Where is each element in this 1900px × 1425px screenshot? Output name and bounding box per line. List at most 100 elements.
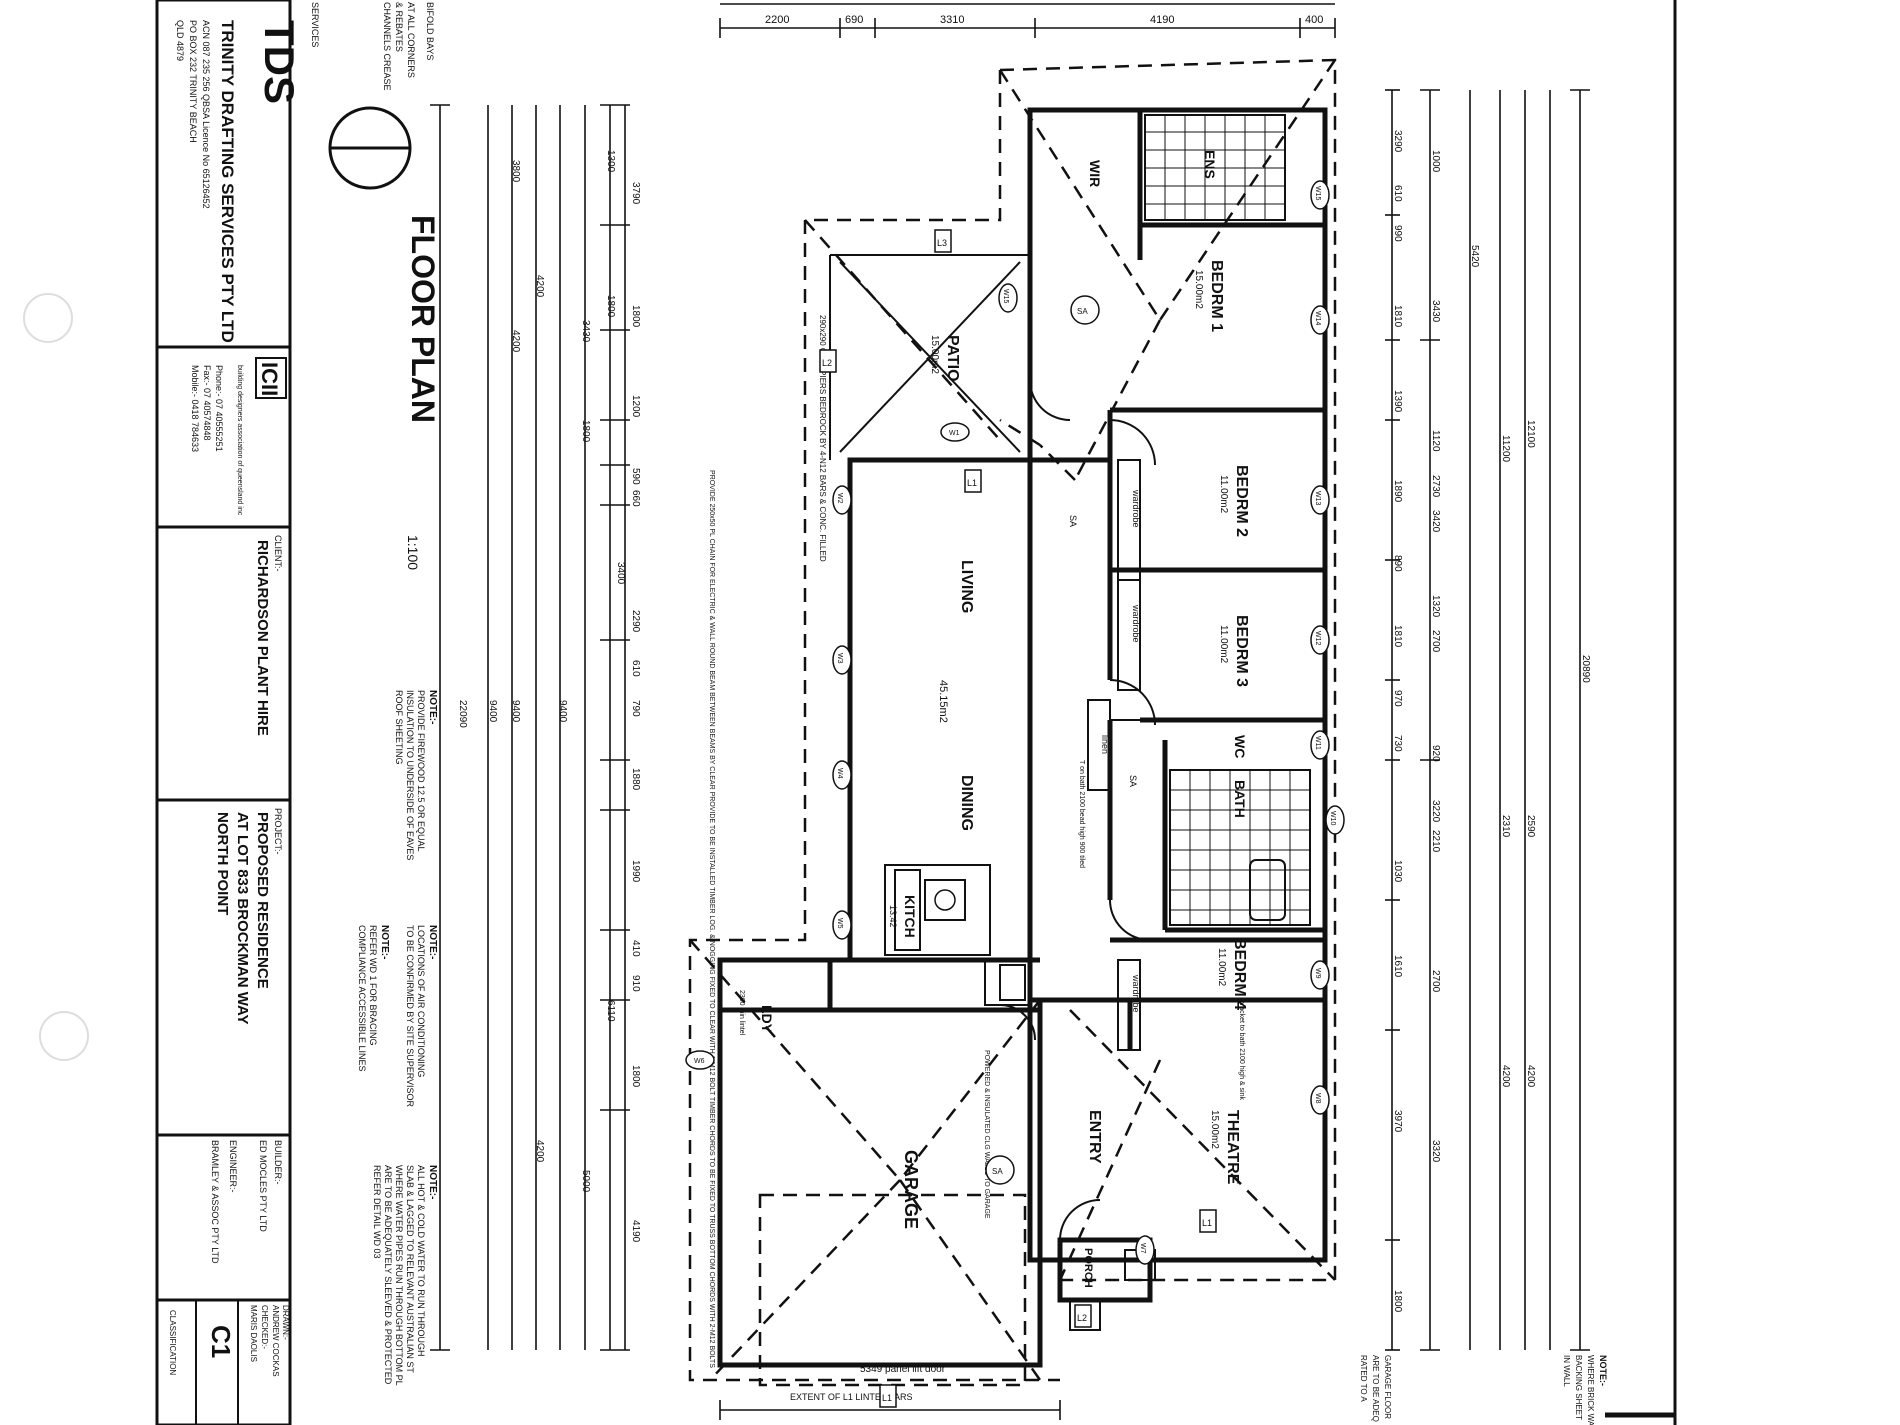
window-tag: L2 xyxy=(1074,1304,1092,1328)
window-tag: W10 xyxy=(1325,805,1345,835)
room-area: 11.00m2 xyxy=(1218,475,1229,514)
dimension-label: 3430 xyxy=(580,320,591,343)
phone-number: Phone:- 07 40555251 xyxy=(214,365,224,452)
dimension-ticks xyxy=(430,104,630,1351)
dimension-label: 11200 xyxy=(1500,435,1511,463)
dimension-label: 1800 xyxy=(630,1065,641,1088)
dimension-label: 2730 xyxy=(1430,475,1441,498)
room-area: 11.00m2 xyxy=(1216,948,1227,987)
window-tag: W15 xyxy=(1310,180,1330,210)
dimension-label: 1800 xyxy=(605,295,616,318)
svg-text:SA: SA xyxy=(1068,515,1078,527)
dimension-label: 3220 xyxy=(1430,800,1441,823)
svg-text:SA: SA xyxy=(1077,307,1088,316)
room-label-bedrm3: BEDRM 3 xyxy=(1233,615,1250,687)
dimension-label: 5420 xyxy=(1469,245,1480,268)
smoke-alarm-icon: SA xyxy=(1128,775,1138,787)
room-area: 15.00m2 xyxy=(1209,1110,1220,1149)
project-line: NORTH POINT xyxy=(214,812,231,915)
dimension-label: 3310 xyxy=(940,14,964,26)
svg-text:SA: SA xyxy=(992,1167,1003,1176)
note-heading: NOTE:- xyxy=(1598,1355,1608,1386)
note-line: IN WALL xyxy=(1562,1355,1571,1387)
note-line: WHERE WATER PIPES RUN THROUGH BOTTOM PL xyxy=(394,1165,404,1386)
building-walls xyxy=(717,107,1328,1368)
dimension-label: 3430 xyxy=(1430,300,1441,323)
note-line: SLAB & LAGGED TO RELEVANT AUSTRALIAN ST xyxy=(405,1165,415,1373)
svg-text:W13: W13 xyxy=(1314,491,1321,506)
drawn-name: ANDREW COCKAS xyxy=(271,1305,280,1377)
builder-name: ED MOCLES PTY LTD xyxy=(258,1140,268,1232)
dimension-label: 1810 xyxy=(1392,625,1403,648)
window-tag: W9 xyxy=(1310,960,1330,990)
dimension-label: 2290 xyxy=(630,610,641,633)
window-tag: L3 xyxy=(934,229,952,253)
window-tag: W5 xyxy=(832,910,852,940)
svg-text:W15: W15 xyxy=(1314,186,1321,201)
binder-hole-icon xyxy=(39,1011,89,1061)
dimension-label: 4200 xyxy=(534,1140,545,1163)
vanity-note: T on bath 2100 bead high 900 tiled xyxy=(1078,760,1085,868)
room-label-ens: ENS xyxy=(1202,150,1218,179)
svg-text:W11: W11 xyxy=(1314,736,1321,750)
dimension-label: 1890 xyxy=(1392,480,1403,503)
cut-off-note: BIFOLD BAYS xyxy=(425,2,435,60)
wardrobe-label: wardrobe xyxy=(1131,489,1141,528)
note-line: ALL HOT & COLD WATER TO RUN THROUGH xyxy=(416,1165,426,1357)
room-label-kitch: KITCH xyxy=(902,895,918,938)
general-notes: NOTE:- PROVIDE FIREWOOD 12.5 OR EQUAL IN… xyxy=(357,690,438,1386)
title-block: TDS TRINITY DRAFTING SERVICES PTY LTD AC… xyxy=(155,0,435,1425)
dimension-label: 610 xyxy=(630,660,641,677)
dimension-label: 1300 xyxy=(605,150,616,173)
plan-annotations: 290x290 C.I.A. PIERS BEDROCK BY 4-N12 BA… xyxy=(708,315,1245,1420)
drawing-number: C1 xyxy=(206,1325,236,1358)
firm-code: TDS xyxy=(256,20,303,104)
fax-number: Fax:- 07 40574848 xyxy=(202,365,212,441)
svg-text:W5: W5 xyxy=(836,918,843,929)
dimension-label: 910 xyxy=(630,975,641,992)
dimension-label: 1990 xyxy=(630,860,641,883)
wet-area-note: bracket to bath 2100 high & sink xyxy=(1238,1000,1245,1101)
builder-label: BUILDER:- xyxy=(273,1140,283,1185)
svg-text:W9: W9 xyxy=(1314,968,1321,979)
engineer-label: ENGINEER:- xyxy=(228,1140,238,1193)
firm-address-line: ACN 087 235 256 QBSA Licence No 65126452 xyxy=(201,20,211,209)
cut-off-note: AT ALL CORNERS xyxy=(406,2,416,78)
window-tag: W6 xyxy=(685,1050,715,1070)
svg-text:W10: W10 xyxy=(1329,811,1336,826)
dimension-label: 2310 xyxy=(1500,815,1511,838)
dimension-label: 9400 xyxy=(557,700,568,723)
svg-text:W8: W8 xyxy=(1314,1093,1321,1104)
room-label-bedrm2: BEDRM 2 xyxy=(1233,465,1250,537)
overall-dimension: 20890 xyxy=(1580,655,1591,683)
dimension-ticks xyxy=(1385,89,1590,1351)
window-tag: W7 xyxy=(1135,1235,1155,1265)
svg-text:L2: L2 xyxy=(822,358,832,368)
dimension-label: 970 xyxy=(1392,690,1403,707)
patio-pier-note: 290x290 C.I.A. PIERS BEDROCK BY 4-N12 BA… xyxy=(818,315,827,562)
firm-address-line: PO BOX 232 TRINITY BEACH xyxy=(188,20,198,143)
roof-outline xyxy=(688,58,1337,1387)
note-line: GARAGE FLOOR xyxy=(1383,1355,1392,1419)
room-area: 13.42 xyxy=(888,905,898,928)
client-name: RICHARDSON PLANT HIRE xyxy=(254,540,271,736)
room-area: 15.00m2 xyxy=(1193,270,1204,309)
note-line: INSULATION TO UNDERSIDE OF EAVES xyxy=(405,690,415,860)
dimension-label: 6110 xyxy=(605,1000,616,1022)
smoke-alarm-icon: SA xyxy=(1068,515,1078,527)
binder-hole-icon xyxy=(23,293,73,343)
window-tag: L1 xyxy=(879,1384,897,1408)
dimension-label: 890 xyxy=(1392,555,1403,572)
note-heading: NOTE:- xyxy=(379,925,390,959)
association-text: building designers association of queens… xyxy=(236,365,243,516)
project-line: AT LOT 833 BROCKMAN WAY xyxy=(234,812,251,1025)
wet-area-tiles xyxy=(1144,114,1311,926)
svg-text:W2: W2 xyxy=(836,493,843,504)
dimension-label: 3790 xyxy=(630,182,641,205)
cut-off-note: & REBATES xyxy=(394,2,404,52)
room-label-porch: PORCH xyxy=(1082,1248,1094,1288)
room-label-garage: GARAGE xyxy=(901,1150,921,1229)
dimension-label: 4200 xyxy=(1500,1065,1511,1088)
room-label-bedrm4: BEDRM 4 xyxy=(1231,938,1248,1010)
window-tag: W11 xyxy=(1310,730,1330,760)
